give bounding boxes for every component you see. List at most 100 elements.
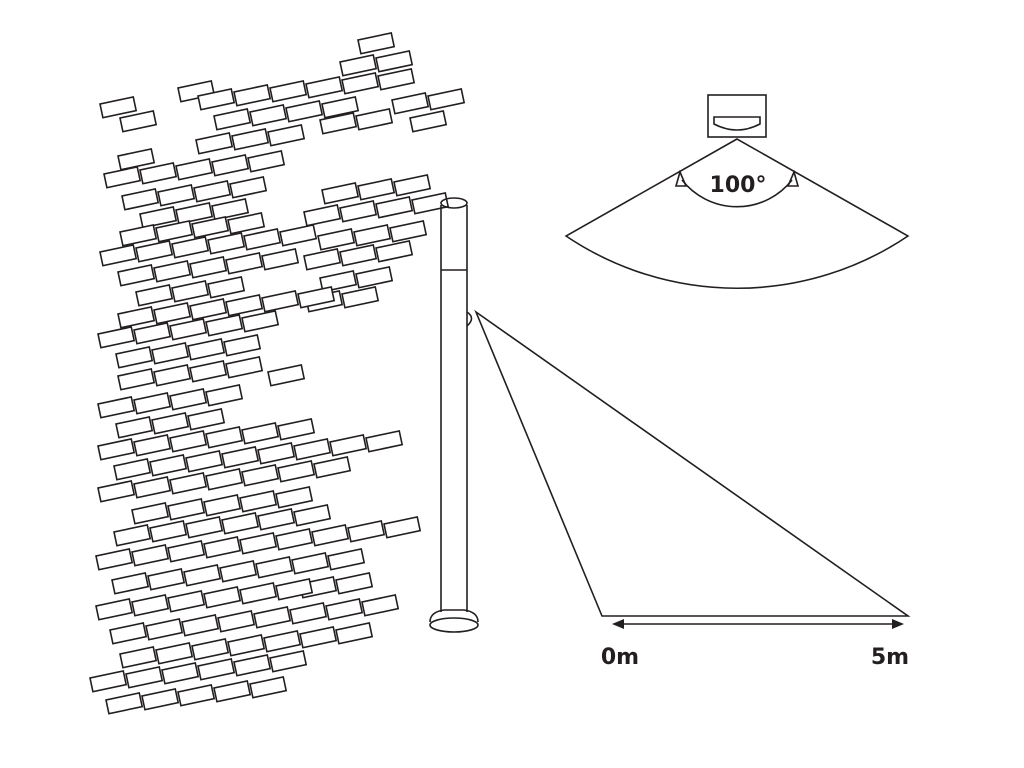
brick: [241, 421, 280, 445]
lamp-top-cap: [440, 197, 468, 209]
brick: [219, 559, 258, 583]
brick: [169, 429, 208, 453]
brick: [133, 391, 172, 415]
brick: [205, 467, 244, 491]
brick: [135, 283, 174, 307]
brick: [223, 333, 262, 357]
brick: [191, 637, 230, 661]
brick: [119, 645, 158, 669]
brick: [151, 411, 190, 435]
brick: [255, 555, 294, 579]
brick: [267, 363, 306, 387]
brick: [115, 345, 154, 369]
brick: [341, 285, 380, 309]
brick: [317, 227, 356, 251]
brick: [311, 523, 350, 547]
brick: [119, 223, 158, 247]
brick: [329, 433, 368, 457]
brick: [319, 111, 358, 135]
brick: [189, 255, 228, 279]
brick: [99, 95, 138, 119]
detection-sector: [564, 138, 910, 289]
arrow-left-head: [612, 619, 624, 629]
brick: [191, 215, 230, 239]
brick: [339, 199, 378, 223]
brick: [247, 149, 286, 173]
brick: [205, 425, 244, 449]
brick: [355, 265, 394, 289]
brick: [269, 79, 308, 103]
brick: [113, 523, 152, 547]
brick: [257, 441, 296, 465]
brick: [99, 243, 138, 267]
brick: [303, 203, 342, 227]
brick: [233, 653, 272, 677]
brick: [149, 519, 188, 543]
brick: [353, 223, 392, 247]
brick: [151, 341, 190, 365]
brick: [131, 593, 170, 617]
brick: [275, 527, 314, 551]
brick: [253, 605, 292, 629]
arrow-right-head: [892, 619, 904, 629]
brick: [229, 175, 268, 199]
brick: [291, 551, 330, 575]
brick: [171, 235, 210, 259]
brick: [189, 359, 228, 383]
brick: [167, 497, 206, 521]
brick: [225, 355, 264, 379]
brick: [285, 99, 324, 123]
brick: [211, 153, 250, 177]
brick: [207, 231, 246, 255]
brick: [205, 313, 244, 337]
brick: [133, 475, 172, 499]
brick: [213, 679, 252, 703]
brick: [175, 201, 214, 225]
brick: [117, 263, 156, 287]
brick: [117, 305, 156, 329]
brick: [105, 691, 144, 715]
brick: [169, 317, 208, 341]
lamp-base-ring: [429, 609, 479, 623]
brick: [195, 131, 234, 155]
brick: [335, 571, 374, 595]
brick: [183, 563, 222, 587]
brick: [121, 187, 160, 211]
brick: [189, 297, 228, 321]
bollard-lamp-post: [429, 197, 479, 633]
range-detection-zone: 0m 5m: [474, 309, 911, 670]
brick: [169, 471, 208, 495]
brick: [111, 571, 150, 595]
brick: [171, 279, 210, 303]
brick: [391, 91, 430, 115]
brick: [393, 173, 432, 197]
brick: [155, 219, 194, 243]
brick: [275, 577, 314, 601]
brick: [275, 485, 314, 509]
brick: [303, 247, 342, 271]
brick: [115, 415, 154, 439]
brick: [133, 433, 172, 457]
brick: [207, 275, 246, 299]
brick: [221, 511, 260, 535]
motion-sensor-bulge: [466, 311, 473, 327]
brick: [175, 157, 214, 181]
brick: [355, 107, 394, 131]
brick: [305, 75, 344, 99]
brick: [239, 531, 278, 555]
sensor-lens: [713, 116, 761, 131]
brick: [119, 109, 158, 133]
brick: [139, 205, 178, 229]
brick: [375, 239, 414, 263]
lamp-base-plate: [429, 617, 479, 633]
brick: [357, 31, 396, 55]
brick: [249, 675, 288, 699]
brick: [269, 649, 308, 673]
angle-arc: [681, 179, 793, 208]
brick: [217, 609, 256, 633]
brick: [103, 165, 142, 189]
brick: [213, 107, 252, 131]
brick: [227, 211, 266, 235]
angle-arrow-right: [786, 169, 800, 187]
